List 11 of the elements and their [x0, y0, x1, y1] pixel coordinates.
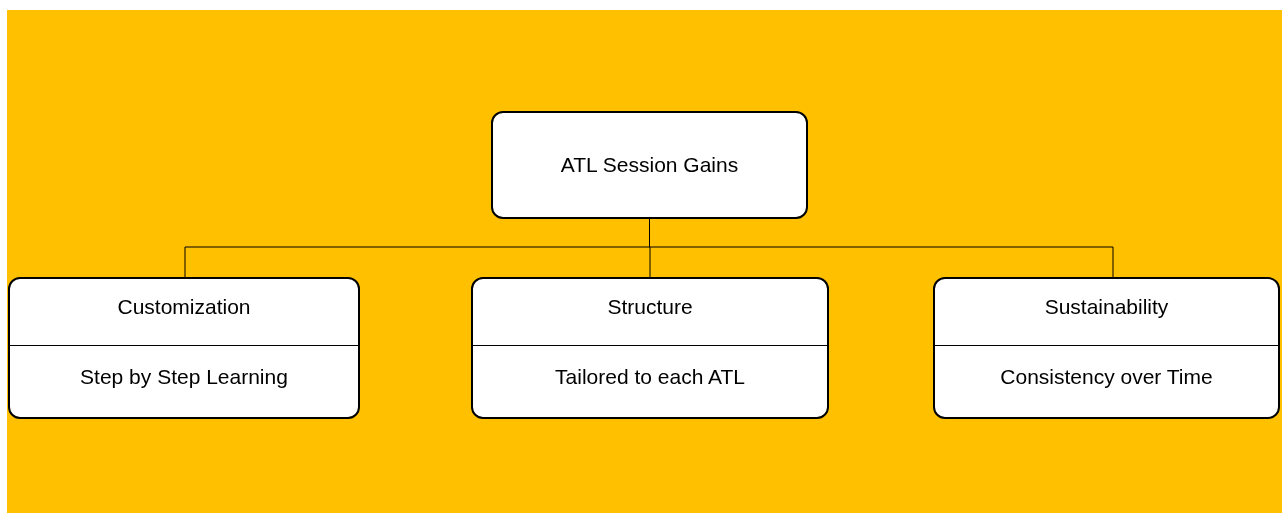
- card-body-text: Tailored to each ATL: [554, 365, 746, 389]
- category-card: [8, 277, 360, 419]
- category-card: [471, 277, 829, 419]
- card-body-text: Step by Step Learning: [79, 365, 289, 389]
- card-heading: Customization: [116, 295, 252, 319]
- card-heading: Structure: [606, 295, 694, 319]
- card-body-text: Consistency over Time: [999, 365, 1214, 389]
- card-heading: Sustainability: [1043, 295, 1170, 319]
- category-card: [933, 277, 1280, 419]
- title-text: ATL Session Gains: [559, 153, 740, 177]
- root-box: [491, 111, 808, 219]
